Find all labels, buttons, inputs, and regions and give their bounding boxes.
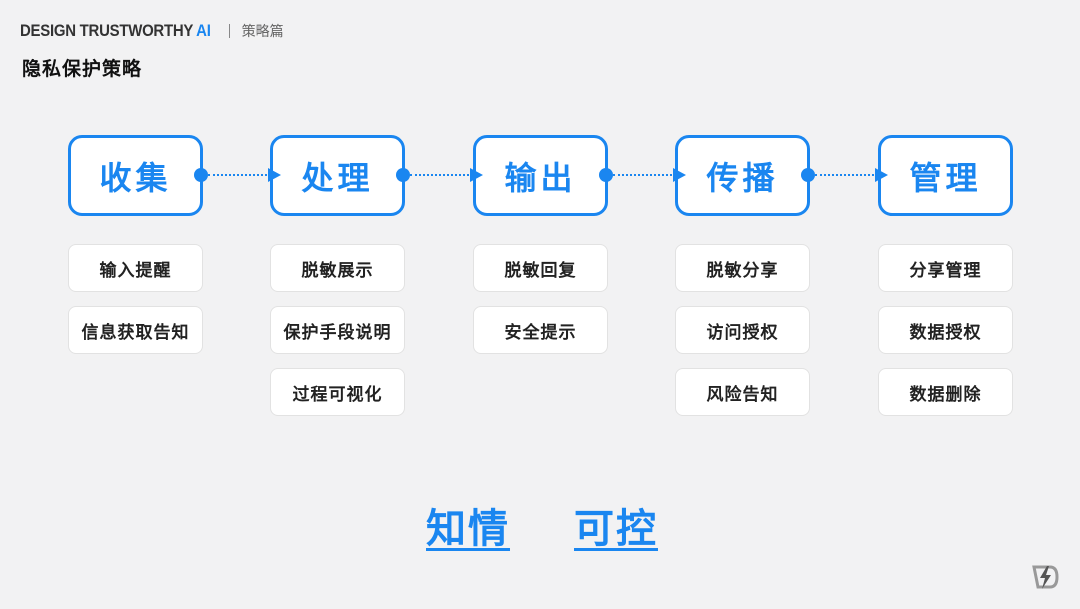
arrow-right-icon <box>875 168 888 182</box>
page-subtitle: 隐私保护策略 <box>22 58 143 80</box>
flow-connector <box>599 166 686 184</box>
list-item: 输入提醒 <box>68 244 203 292</box>
list-item: 安全提示 <box>473 306 608 354</box>
list-item: 脱敏分享 <box>675 244 810 292</box>
list-item: 信息获取告知 <box>68 306 203 354</box>
tag-informed[interactable]: 知情 <box>426 506 510 552</box>
stage-node-output: 输出 <box>473 135 608 216</box>
stage-node-collect: 收集 <box>68 135 203 216</box>
list-item: 访问授权 <box>675 306 810 354</box>
list-item: 数据删除 <box>878 368 1013 416</box>
section-label: 策略篇 <box>241 24 284 40</box>
list-item: 分享管理 <box>878 244 1013 292</box>
list-item: 风险告知 <box>675 368 810 416</box>
tag-controllable[interactable]: 可控 <box>574 506 658 552</box>
list-item: 脱敏展示 <box>270 244 405 292</box>
flow-connector <box>396 166 483 184</box>
stage-node-manage: 管理 <box>878 135 1013 216</box>
list-item: 保护手段说明 <box>270 306 405 354</box>
arrow-right-icon <box>268 168 281 182</box>
stage-node-process: 处理 <box>270 135 405 216</box>
arrow-right-icon <box>470 168 483 182</box>
list-item: 脱敏回复 <box>473 244 608 292</box>
header-divider <box>228 24 230 38</box>
list-item: 过程可视化 <box>270 368 405 416</box>
stage-node-spread: 传播 <box>675 135 810 216</box>
flow-connector <box>801 166 888 184</box>
brand-title: DESIGN TRUSTWORTHY AI <box>20 21 211 40</box>
list-item: 数据授权 <box>878 306 1013 354</box>
lightning-d-logo-icon <box>1032 565 1059 589</box>
flow-connector <box>194 166 281 184</box>
arrow-right-icon <box>673 168 686 182</box>
header: DESIGN TRUSTWORTHY AI 策略篇 <box>20 20 284 42</box>
